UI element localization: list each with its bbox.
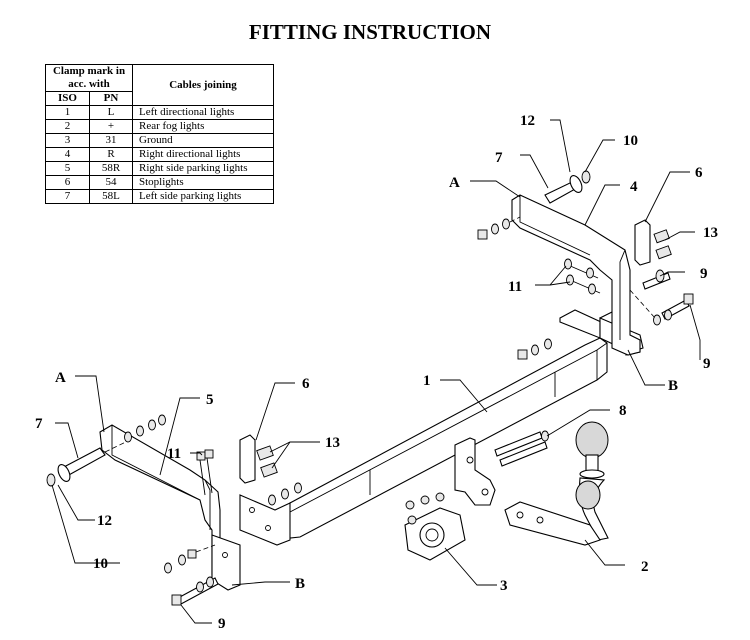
label-4: 4 bbox=[630, 179, 638, 195]
right-side-bracket bbox=[511, 194, 641, 356]
ball-mount-bracket bbox=[454, 437, 496, 506]
desc-cell: Right directional lights bbox=[132, 147, 274, 162]
washer-stack-right-mid bbox=[517, 338, 552, 360]
label-12-right: 12 bbox=[520, 113, 535, 129]
label-10-right: 10 bbox=[623, 133, 638, 149]
label-9-right-upper: 9 bbox=[700, 266, 708, 282]
right-bolt-9-lower bbox=[629, 289, 694, 326]
table-row: 5 58R Right side parking lights bbox=[45, 161, 274, 176]
label-11-right: 11 bbox=[508, 279, 522, 295]
cable-table: Clamp mark in acc. with Cables joining I… bbox=[45, 64, 274, 204]
label-A-right: A bbox=[449, 175, 460, 191]
right-hanger-plate bbox=[634, 219, 672, 266]
label-6-right: 6 bbox=[695, 165, 703, 181]
label-3: 3 bbox=[500, 578, 508, 594]
left-hanger-plate bbox=[239, 434, 278, 484]
label-7-right: 7 bbox=[495, 150, 503, 166]
label-13-left: 13 bbox=[325, 435, 340, 451]
crossbar-left-plate bbox=[239, 494, 291, 546]
diagram-title: FITTING INSTRUCTION bbox=[248, 20, 492, 44]
label-8: 8 bbox=[619, 403, 627, 419]
label-12-left: 12 bbox=[97, 513, 112, 529]
label-1: 1 bbox=[423, 373, 431, 389]
callout-labels: 1 2 3 4 5 6 6 7 7 8 9 9 9 10 10 11 11 12… bbox=[35, 113, 718, 632]
table-row: 7 58L Left side parking lights bbox=[45, 189, 274, 204]
table-row: 6 54 Stoplights bbox=[45, 175, 274, 190]
label-11-left: 11 bbox=[167, 446, 181, 462]
left-long-bolt bbox=[46, 439, 131, 487]
left-bottom-bolt-9 bbox=[171, 576, 219, 606]
ball-bolts-8 bbox=[494, 430, 549, 467]
cables-joining-header: Cables joining bbox=[132, 64, 274, 106]
leader-lines bbox=[51, 119, 701, 624]
clamp-mark-header: Clamp mark in acc. with bbox=[45, 64, 133, 92]
washer-stack-left-bottom bbox=[164, 544, 216, 574]
left-side-bracket bbox=[99, 424, 241, 591]
table-row: 4 R Right directional lights bbox=[45, 147, 274, 162]
label-2: 2 bbox=[641, 559, 649, 575]
desc-cell: Left side parking lights bbox=[132, 189, 274, 204]
label-B-right: B bbox=[668, 378, 678, 394]
pn-header: PN bbox=[88, 91, 134, 106]
washer-stack-left-mid bbox=[268, 482, 302, 506]
label-B-left: B bbox=[295, 576, 305, 592]
label-A-left: A bbox=[55, 370, 66, 386]
label-9-right-lower: 9 bbox=[703, 356, 711, 372]
desc-cell: Right side parking lights bbox=[132, 161, 274, 176]
label-9-left: 9 bbox=[218, 616, 226, 632]
tow-ball bbox=[504, 421, 609, 546]
label-7-left: 7 bbox=[35, 416, 43, 432]
washer-stack-right-top bbox=[477, 216, 521, 240]
label-6-left: 6 bbox=[302, 376, 310, 392]
socket-plate bbox=[404, 492, 466, 561]
label-13-right: 13 bbox=[703, 225, 718, 241]
pn-cell: 58L bbox=[88, 189, 134, 204]
left-bolts-11 bbox=[196, 449, 214, 496]
label-10-left: 10 bbox=[93, 556, 108, 572]
washer-stack-left-top bbox=[124, 414, 166, 443]
right-long-bolt bbox=[544, 170, 591, 204]
label-5: 5 bbox=[206, 392, 214, 408]
pn-cell: 58R bbox=[88, 161, 134, 176]
right-bolt-9-upper bbox=[642, 269, 671, 290]
